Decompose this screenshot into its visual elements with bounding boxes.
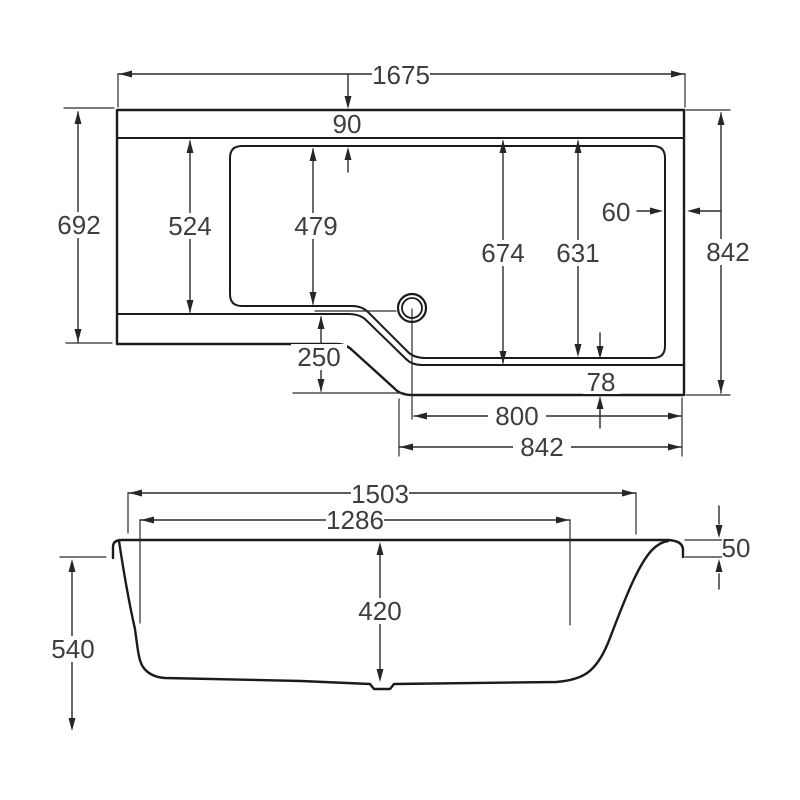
dim-shower-end-width: 842 [398,397,683,462]
dim-shower-end-depth: 842 [685,109,757,396]
dim-label-rim-length: 1503 [351,479,409,509]
dim-label-rim-right: 60 [602,197,631,227]
dim-step-offset: 250 [291,310,405,394]
dim-rim-bottom: 78 [583,332,620,429]
dim-basin-right-depth: 674 [475,140,531,364]
side-rim-edge [111,538,685,560]
dim-label-basin-right-depth: 674 [481,238,524,268]
dim-label-rim-bottom: 78 [587,367,616,397]
dim-label-waste-to-edge: 800 [495,401,538,431]
side-view: 1503 1286 420 540 [45,479,750,731]
dim-rim-length: 1503 [127,479,637,535]
dim-rim-top: 90 [330,74,365,173]
plan-basin-outline [229,145,666,359]
drain-waste [396,292,428,420]
dim-label-left-end-depth: 692 [57,210,100,240]
dim-label-basin-length: 1286 [326,505,384,535]
dim-overall-height: 540 [45,556,107,731]
dim-rim-lip-height: 50 [684,505,751,590]
dim-overall-width: 1675 [117,60,686,108]
dim-waste-to-edge: 800 [413,401,682,431]
dim-label-rim-lip-height: 50 [722,533,751,563]
dim-rim-right: 60 [598,197,722,227]
dim-label-shower-end-depth: 842 [706,237,749,267]
side-body-profile [117,539,670,691]
dim-basin-left-depth: 479 [288,148,344,305]
dim-basin-depth: 420 [354,542,406,682]
dim-label-overall-width: 1675 [372,60,430,90]
dim-label-rim-top: 90 [333,109,362,139]
dim-label-step-offset: 250 [297,342,340,372]
dim-basin-length: 1286 [139,505,571,626]
dim-label-overall-height: 540 [51,634,94,664]
dim-label-left-inner-depth: 524 [168,211,211,241]
dim-label-basin-right-inner-depth: 631 [556,238,599,268]
dim-basin-right-inner-depth: 631 [550,140,606,357]
plan-view: 1675 90 692 524 [51,60,757,462]
dim-label-shower-end-width: 842 [520,432,563,462]
dim-label-basin-depth: 420 [358,596,401,626]
plan-rim-bottom-line [116,313,685,366]
dim-left-end-depth: 692 [51,107,115,344]
dim-label-basin-left-depth: 479 [294,211,337,241]
dim-left-inner-depth: 524 [162,140,218,313]
